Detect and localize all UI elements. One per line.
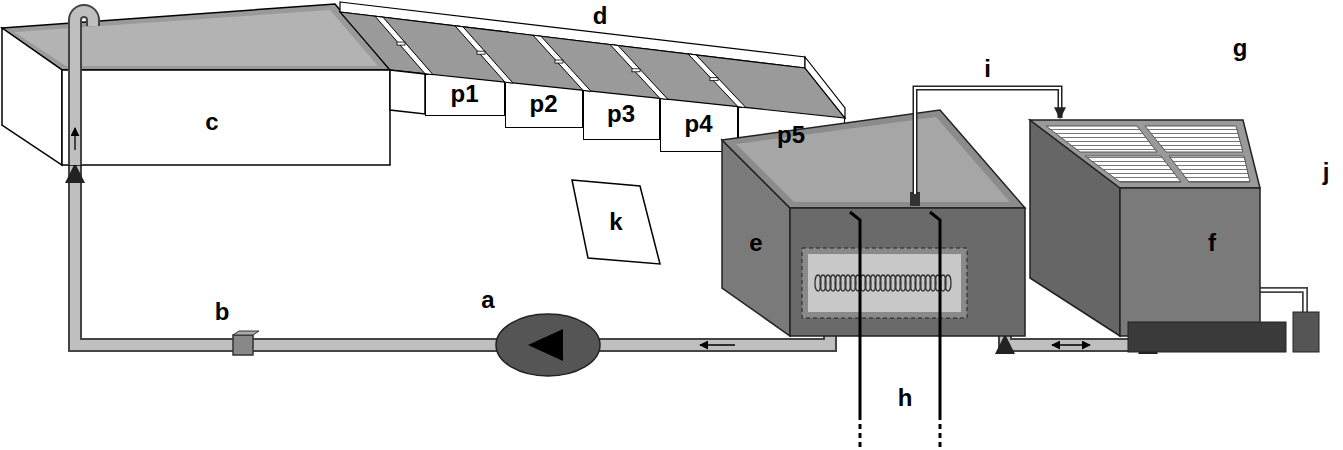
node-label: c [205, 109, 218, 135]
return-pipe-outline [75, 165, 830, 345]
flow-arrow [1052, 344, 1090, 346]
settling-tank: gf [1028, 118, 1286, 336]
settling-tank-outline [1028, 118, 1286, 336]
head-tank-outline [62, 70, 390, 165]
return-pipe [75, 165, 830, 345]
sump-tank: e [722, 108, 1025, 336]
callout-letter: h [898, 385, 913, 411]
connecting-pipe [1005, 336, 1148, 345]
pump-symbol [496, 314, 600, 376]
node-label: p5 [777, 122, 805, 148]
node-label: p1 [450, 81, 478, 107]
edge-label: i [984, 56, 991, 82]
panel-sheet: k [570, 178, 662, 266]
node-label: p3 [607, 101, 635, 127]
callout-letter: b [215, 299, 230, 325]
connecting-pipe-outline [1005, 336, 1148, 345]
valve-symbol [233, 331, 259, 355]
flow-arrow [700, 344, 735, 346]
node-label: k [609, 209, 622, 235]
callout-letter: a [481, 287, 494, 313]
sump-tank-outline [722, 108, 1025, 336]
node-label: f [1208, 230, 1216, 256]
node-label: g [1233, 35, 1248, 61]
head-tank: c [62, 70, 390, 165]
node-label: p2 [529, 91, 557, 117]
callout-letter: j [1323, 159, 1330, 185]
node-label: p4 [684, 111, 712, 137]
node-label: e [749, 230, 762, 256]
node-label: d [593, 3, 608, 29]
